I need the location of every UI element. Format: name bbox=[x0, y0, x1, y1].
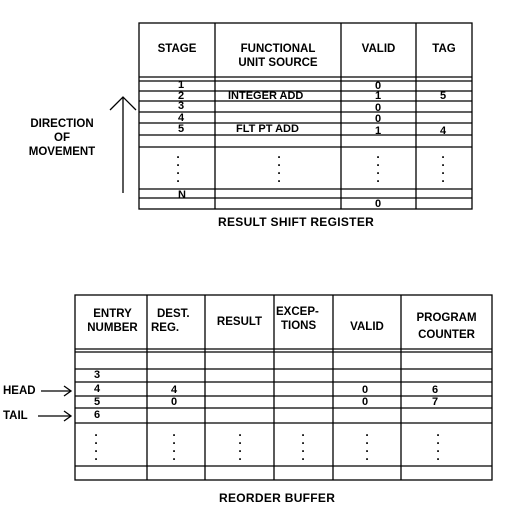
header-tag: TAG bbox=[432, 43, 456, 55]
head-pointer-label: HEAD bbox=[3, 385, 36, 397]
header-valid: VALID bbox=[350, 321, 384, 333]
header-valid: VALID bbox=[361, 43, 396, 55]
valid-cell: 0 bbox=[374, 198, 382, 210]
header-functional-unit-source: FUNCTIONAL UNIT SOURCE bbox=[238, 43, 318, 69]
stage-cell: 1 bbox=[178, 79, 185, 91]
pc-cell: 6 bbox=[432, 384, 439, 396]
header-entry-number: ENTRY NUMBER bbox=[87, 308, 138, 334]
ellipsis: .... bbox=[172, 425, 176, 463]
valid-cell: 0 bbox=[362, 396, 369, 408]
entry-cell: 4 bbox=[94, 383, 101, 395]
valid-cell: 0 bbox=[374, 102, 382, 114]
header-program-counter: PROGRAM COUNTER bbox=[416, 312, 477, 341]
stage-cell: 4 bbox=[178, 112, 185, 124]
ellipsis: .... bbox=[441, 147, 445, 185]
dest-cell: 4 bbox=[171, 384, 178, 396]
ellipsis: .... bbox=[436, 425, 440, 463]
dest-cell: 0 bbox=[171, 396, 178, 408]
source-cell: FLT PT ADD bbox=[236, 123, 299, 135]
entry-cell: 5 bbox=[94, 396, 101, 408]
stage-cell: N bbox=[178, 189, 186, 201]
stage-cell: 2 bbox=[178, 90, 185, 102]
ellipsis: .... bbox=[176, 147, 180, 185]
tag-cell: 5 bbox=[439, 90, 447, 102]
ellipsis: .... bbox=[365, 425, 369, 463]
result-shift-register-caption: RESULT SHIFT REGISTER bbox=[218, 215, 375, 229]
entry-cell: 6 bbox=[94, 409, 101, 421]
header-dest-reg: DEST. REG. bbox=[151, 308, 190, 334]
ellipsis: .... bbox=[94, 425, 98, 463]
ellipsis: .... bbox=[301, 425, 305, 463]
direction-of-movement-label: DIRECTION OF MOVEMENT bbox=[28, 118, 96, 158]
valid-cell: 1 bbox=[374, 90, 382, 102]
entry-cell: 3 bbox=[94, 369, 101, 381]
valid-cell: 0 bbox=[362, 384, 369, 396]
stage-cell: 3 bbox=[178, 100, 185, 112]
header-result: RESULT bbox=[216, 316, 263, 328]
ellipsis: .... bbox=[277, 147, 281, 185]
stage-cell: 5 bbox=[178, 123, 185, 135]
header-stage: STAGE bbox=[157, 43, 197, 55]
valid-cell: 1 bbox=[374, 125, 382, 137]
direction-arrow bbox=[117, 92, 131, 196]
tail-pointer-label: TAIL bbox=[3, 410, 28, 422]
ellipsis: .... bbox=[238, 425, 242, 463]
ellipsis: .... bbox=[376, 147, 380, 185]
reorder-buffer-caption: REORDER BUFFER bbox=[219, 491, 336, 505]
valid-cell: 0 bbox=[374, 113, 382, 125]
valid-cell: 0 bbox=[374, 80, 382, 92]
tail-arrow-icon bbox=[37, 411, 72, 421]
header-exceptions: EXCEP- TIONS bbox=[276, 306, 319, 332]
source-cell: INTEGER ADD bbox=[228, 90, 304, 102]
tag-cell: 4 bbox=[439, 125, 447, 137]
pc-cell: 7 bbox=[432, 396, 439, 408]
head-arrow-icon bbox=[40, 386, 72, 396]
